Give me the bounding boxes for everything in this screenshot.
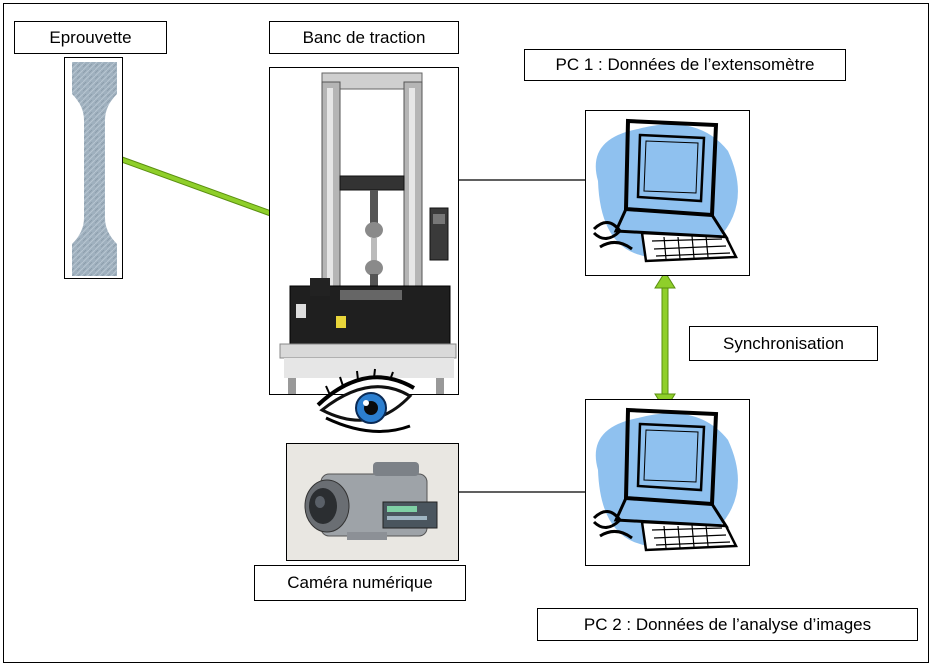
label-pc1: PC 1 : Données de l’extensomètre: [524, 49, 846, 81]
pc1-computer-image: [585, 110, 750, 276]
label-pc2: PC 2 : Données de l’analyse d’images: [537, 608, 918, 641]
label-eprouvette: Eprouvette: [14, 21, 167, 54]
computer-clipart-icon: [592, 118, 738, 263]
computer-clipart-icon: [592, 407, 738, 552]
tensile-machine-image: [269, 67, 459, 395]
camera-image: [286, 443, 459, 561]
tensile-testing-machine-image: [279, 72, 457, 394]
sync-arrow: [654, 271, 676, 411]
label-camera: Caméra numérique: [254, 565, 466, 601]
pc2-computer-image: [585, 399, 750, 566]
connectors-layer: [113, 154, 676, 493]
tensile-specimen-icon: [72, 62, 117, 276]
label-banc-de-traction: Banc de traction: [269, 21, 459, 54]
camcorder-image: [287, 444, 458, 560]
specimen-image: [64, 57, 123, 279]
label-synchronisation: Synchronisation: [689, 326, 878, 361]
